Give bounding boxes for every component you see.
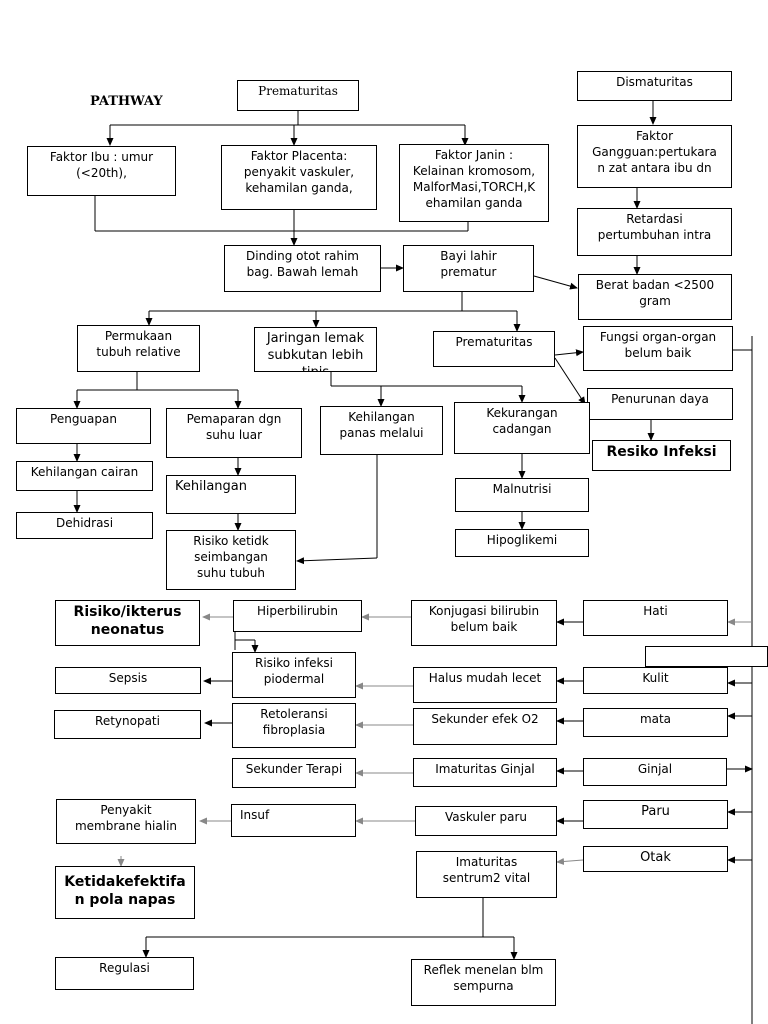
node-kehilangan-cairan: Kehilangan cairan (16, 461, 153, 491)
node-berat-badan: Berat badan <2500 gram (578, 274, 732, 320)
node-hati: Hati (583, 600, 728, 636)
node-insuf: Insuf (231, 804, 356, 837)
node-penurunan-daya: Penurunan daya (587, 388, 733, 420)
node-reflek: Reflek menelan blm sempurna (411, 959, 556, 1006)
node-malnutrisi: Malnutrisi (455, 478, 589, 512)
node-resiko-infeksi: Resiko Infeksi (592, 440, 731, 471)
node-prematuritas-top: Prematuritas (237, 80, 359, 111)
node-hiperbilirubin: Hiperbilirubin (233, 600, 362, 632)
node-kekurangan-cadangan: Kekurangan cadangan (454, 402, 590, 454)
node-kehilangan-panas: Kehilangan panas melalui (320, 406, 443, 455)
node-dinding-otot: Dinding otot rahim bag. Bawah lemah (224, 245, 381, 292)
node-risiko-ketidk: Risiko ketidk seimbangan suhu tubuh (166, 530, 296, 590)
node-penguapan: Penguapan (16, 408, 151, 444)
node-konjugasi: Konjugasi bilirubin belum baik (411, 600, 557, 646)
node-ketidakefektifan: Ketidakefektifa n pola napas (55, 866, 195, 919)
node-otak: Otak (583, 846, 728, 872)
node-jaringan-lemak: Jaringan lemak subkutan lebih tipis (254, 327, 377, 372)
node-halus-lecet: Halus mudah lecet (413, 667, 557, 703)
node-dehidrasi: Dehidrasi (16, 512, 153, 539)
node-vaskuler-paru: Vaskuler paru (415, 806, 557, 836)
node-risiko-infeksi-piodermal: Risiko infeksi piodermal (232, 652, 356, 698)
node-sekunder-o2: Sekunder efek O2 (413, 708, 557, 745)
node-imaturitas-sentrum: Imaturitas sentrum2 vital (416, 851, 557, 898)
node-prematuritas-mid: Prematuritas (433, 331, 555, 367)
node-mata: mata (583, 708, 728, 737)
node-retoleransi: Retoleransi fibroplasia (232, 703, 356, 748)
node-sekunder-terapi: Sekunder Terapi (232, 758, 356, 788)
diagram-title: PATHWAY (90, 94, 163, 109)
node-fungsi-organ: Fungsi organ-organ belum baik (583, 326, 733, 371)
node-imaturitas-ginjal: Imaturitas Ginjal (413, 758, 557, 787)
node-paru: Paru (583, 800, 728, 829)
node-penyakit-membrane: Penyakit membrane hialin (56, 799, 196, 844)
node-blank-box (645, 646, 768, 667)
node-faktor-janin: Faktor Janin : Kelainan kromosom, Malfor… (399, 144, 549, 222)
node-kulit: Kulit (583, 667, 728, 694)
node-retardasi: Retardasi pertumbuhan intra (577, 208, 732, 256)
node-pemaparan: Pemaparan dgn suhu luar (166, 408, 302, 458)
node-faktor-placenta: Faktor Placenta: penyakit vaskuler, keha… (221, 145, 377, 210)
node-regulasi: Regulasi (55, 957, 194, 990)
node-sepsis: Sepsis (55, 667, 201, 694)
node-dismaturitas: Dismaturitas (577, 71, 732, 101)
node-retynopati: Retynopati (54, 710, 201, 739)
node-faktor-gangguan: Faktor Gangguan:pertukara n zat antara i… (577, 125, 732, 188)
node-ginjal: Ginjal (583, 758, 727, 786)
node-kehilangan-napas: Kehilangan (166, 475, 296, 514)
node-risiko-ikterus: Risiko/ikterus neonatus (55, 600, 200, 646)
node-bayi-lahir: Bayi lahir prematur (403, 245, 534, 292)
node-permukaan-tubuh: Permukaan tubuh relative (77, 325, 200, 372)
node-hipoglikemi: Hipoglikemi (455, 529, 589, 557)
node-faktor-ibu: Faktor Ibu : umur (<20th), (27, 146, 176, 196)
